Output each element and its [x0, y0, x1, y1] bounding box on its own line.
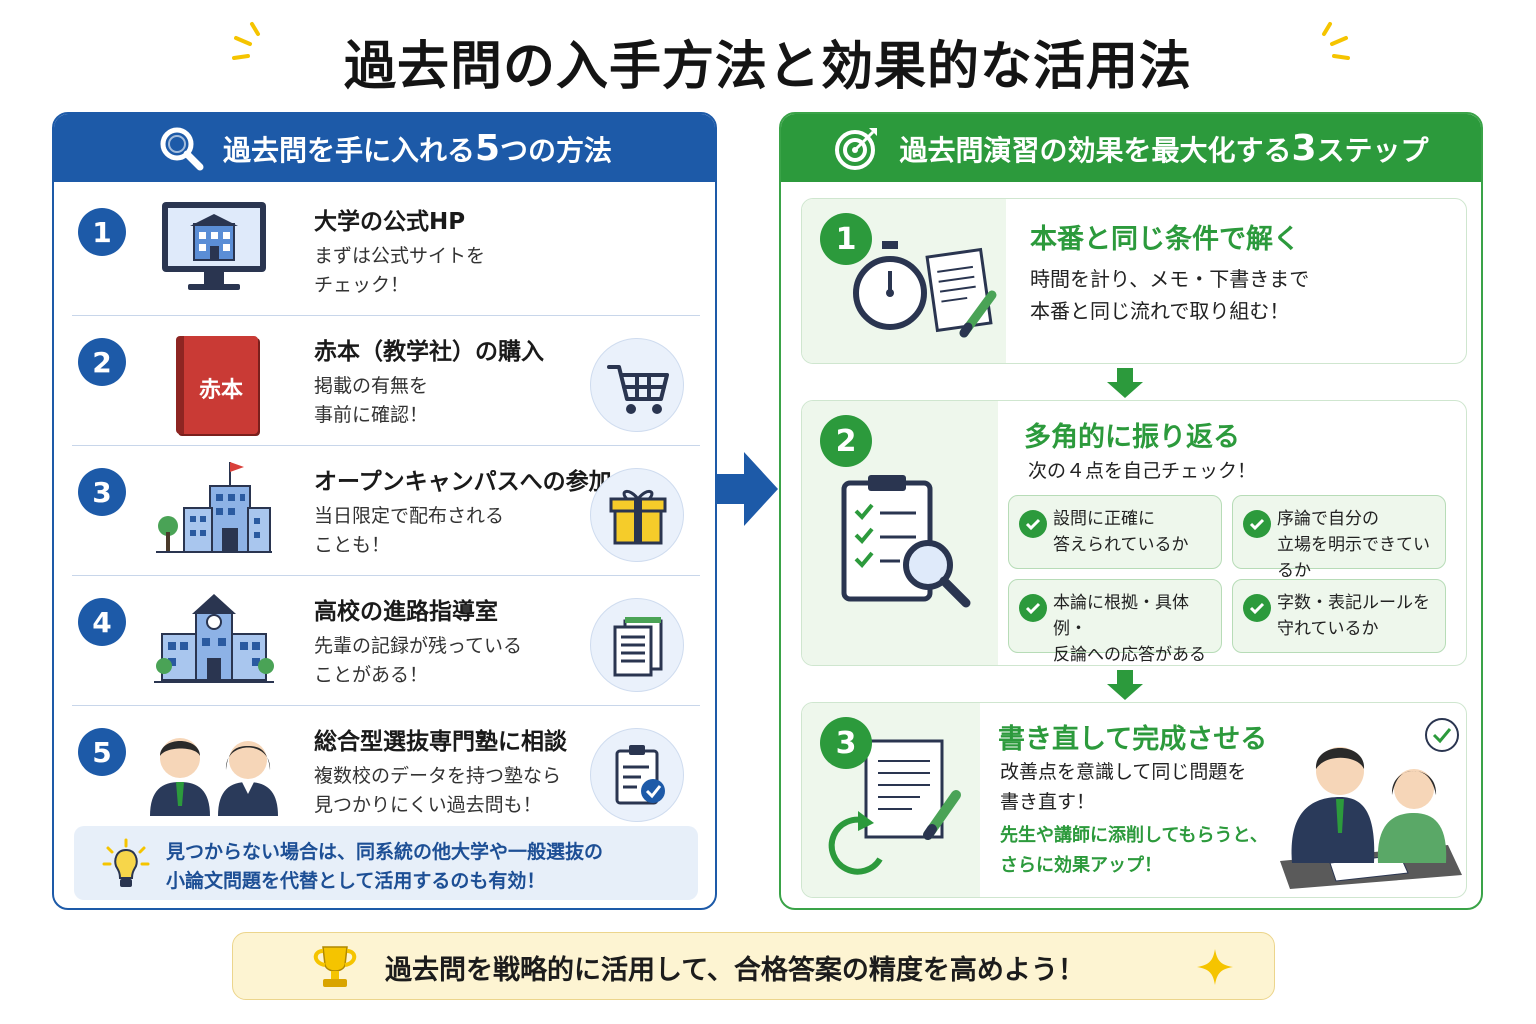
- right-panel-header: 過去問演習の効果を最大化する3ステップ: [781, 114, 1481, 182]
- check-text: 序論で自分の 立場を明示できているか: [1277, 509, 1430, 581]
- documents-icon: [613, 617, 663, 677]
- gift-badge: [590, 468, 684, 562]
- red-book-icon: 赤本: [154, 326, 274, 434]
- check-item-3: 本論に根拠・具体例・ 反論への応答があるか: [1008, 579, 1222, 665]
- lightbulb-icon: [102, 838, 150, 887]
- arrow-down-icon: [1107, 670, 1143, 700]
- check-text: 字数・表記ルールを 守れているか: [1277, 593, 1430, 639]
- step-title: 書き直して完成させる: [998, 724, 1268, 755]
- cart-icon: [607, 365, 669, 414]
- step-number: 2: [820, 415, 872, 467]
- tip-box: 見つからない場合は、同系統の他大学や一般選抜の 小論文問題を代替として活用するの…: [74, 826, 698, 900]
- method-title: 総合型選抜専門塾に相談: [314, 729, 567, 755]
- step-3-card: 3 書き直して完成させる 改善点を意識して同じ問題を 書き直す！ 先生や講師に添…: [801, 702, 1467, 898]
- cart-badge: [590, 338, 684, 432]
- arrow-down-icon: [1107, 368, 1143, 398]
- check-icon: [1019, 510, 1047, 538]
- check-text: 設問に正確に 答えられているか: [1053, 509, 1189, 555]
- step-desc: 時間を計り、メモ・下書きまで 本番と同じ流れで取り組む！: [1030, 267, 1310, 323]
- method-desc: 複数校のデータを持つ塾なら 見つかりにくい過去問も！: [314, 765, 562, 816]
- rewrite-paper-icon: [828, 739, 961, 875]
- check-icon: [1243, 510, 1271, 538]
- documents-badge: [590, 598, 684, 692]
- method-title: 赤本（教学社）の購入: [314, 339, 544, 365]
- flow-arrow-icon: [716, 452, 778, 526]
- step-2-card: 2 多角的に振り返る 次の４点を自己チェック！ 設問に正確に 答えられているか …: [801, 400, 1467, 666]
- method-item-4: 4 高校の進路指導室 先輩の記録が残っている ことがある！: [72, 578, 700, 706]
- check-icon: [1243, 594, 1271, 622]
- method-desc: 先輩の記録が残っている ことがある！: [314, 635, 523, 686]
- book-label: 赤本: [198, 378, 243, 403]
- check-icon: [1019, 594, 1047, 622]
- method-item-2: 2 赤本 赤本（教学社）の購入 掲載の有無を 事前に確認！: [72, 318, 700, 446]
- left-panel-header: 過去問を手に入れる5つの方法: [54, 114, 715, 182]
- step-title: 本番と同じ条件で解く: [1030, 224, 1300, 255]
- trophy-icon: [313, 946, 357, 987]
- banner-text: 過去問を戦略的に活用して、合格答案の精度を高めよう！: [385, 955, 1085, 986]
- clipboard-check-icon: [615, 745, 665, 805]
- sparkle-right-icon: [1322, 22, 1350, 60]
- step-number: 3: [820, 717, 872, 769]
- method-number: 5: [78, 728, 126, 776]
- acquisition-methods-panel: 過去問を手に入れる5つの方法 1 大学の公式HP まずは公式サイトを チェック！…: [52, 112, 717, 910]
- practice-steps-panel: 過去問演習の効果を最大化する3ステップ 1 本番と同じ条件で解く 時間を計り、メ…: [779, 112, 1483, 910]
- step-desc: 改善点を意識して同じ問題を 書き直す！: [1000, 761, 1247, 813]
- step-title: 多角的に振り返る: [1024, 422, 1240, 453]
- target-icon: [835, 128, 878, 170]
- method-title: オープンキャンパスへの参加: [314, 469, 612, 495]
- method-number: 1: [78, 208, 126, 256]
- step-1-card: 1 本番と同じ条件で解く 時間を計り、メモ・下書きまで 本番と同じ流れで取り組む…: [801, 198, 1467, 364]
- check-text: 本論に根拠・具体例・ 反論への応答があるか: [1053, 593, 1206, 665]
- sparkle-icon: [1197, 949, 1233, 985]
- step-note: 先生や講師に添削してもらうと、 さらに効果アップ！: [1000, 825, 1268, 876]
- clipboard-badge: [590, 728, 684, 822]
- check-item-4: 字数・表記ルールを 守れているか: [1232, 579, 1446, 653]
- method-number: 3: [78, 468, 126, 516]
- monitor-university-icon: [162, 202, 266, 290]
- step-number: 1: [820, 213, 872, 265]
- teachers-icon: [150, 738, 278, 816]
- method-desc: 掲載の有無を 事前に確認！: [314, 375, 429, 426]
- method-item-3: 3 オープンキャンパスへの参加 当日限定で配布される ことも！: [72, 448, 700, 576]
- method-desc: まずは公式サイトを チェック！: [314, 245, 486, 296]
- tutoring-illustration-icon: [1280, 718, 1462, 889]
- checklist-magnifier-icon: [841, 475, 971, 608]
- method-item-1: 1 大学の公式HP まずは公式サイトを チェック！: [72, 188, 700, 316]
- campus-building-icon: [156, 462, 272, 553]
- magnifier-icon: [160, 127, 204, 171]
- right-panel-title: 過去問演習の効果を最大化する3ステップ: [899, 127, 1429, 169]
- school-building-icon: [154, 594, 274, 683]
- check-item-1: 設問に正確に 答えられているか: [1008, 495, 1222, 569]
- method-number: 4: [78, 598, 126, 646]
- step-desc: 次の４点を自己チェック！: [1028, 460, 1257, 482]
- page-title: 過去問の入手方法と効果的な活用法: [343, 37, 1192, 97]
- summary-banner: 過去問を戦略的に活用して、合格答案の精度を高めよう！: [232, 932, 1275, 1000]
- method-item-5: 5 総合型選抜専門塾に相談 複数校のデータを持つ塾なら 見つかりにくい過去問も！: [72, 708, 700, 824]
- method-desc: 当日限定で配布される ことも！: [314, 505, 505, 556]
- check-item-2: 序論で自分の 立場を明示できているか: [1232, 495, 1446, 581]
- method-number: 2: [78, 338, 126, 386]
- method-title: 高校の進路指導室: [314, 599, 498, 625]
- tip-text: 見つからない場合は、同系統の他大学や一般選抜の 小論文問題を代替として活用するの…: [166, 841, 604, 892]
- stopwatch-paper-icon: [853, 241, 997, 338]
- method-title: 大学の公式HP: [314, 209, 466, 235]
- gift-icon: [609, 490, 667, 545]
- sparkle-left-icon: [232, 22, 260, 60]
- left-panel-title: 過去問を手に入れる5つの方法: [222, 127, 613, 169]
